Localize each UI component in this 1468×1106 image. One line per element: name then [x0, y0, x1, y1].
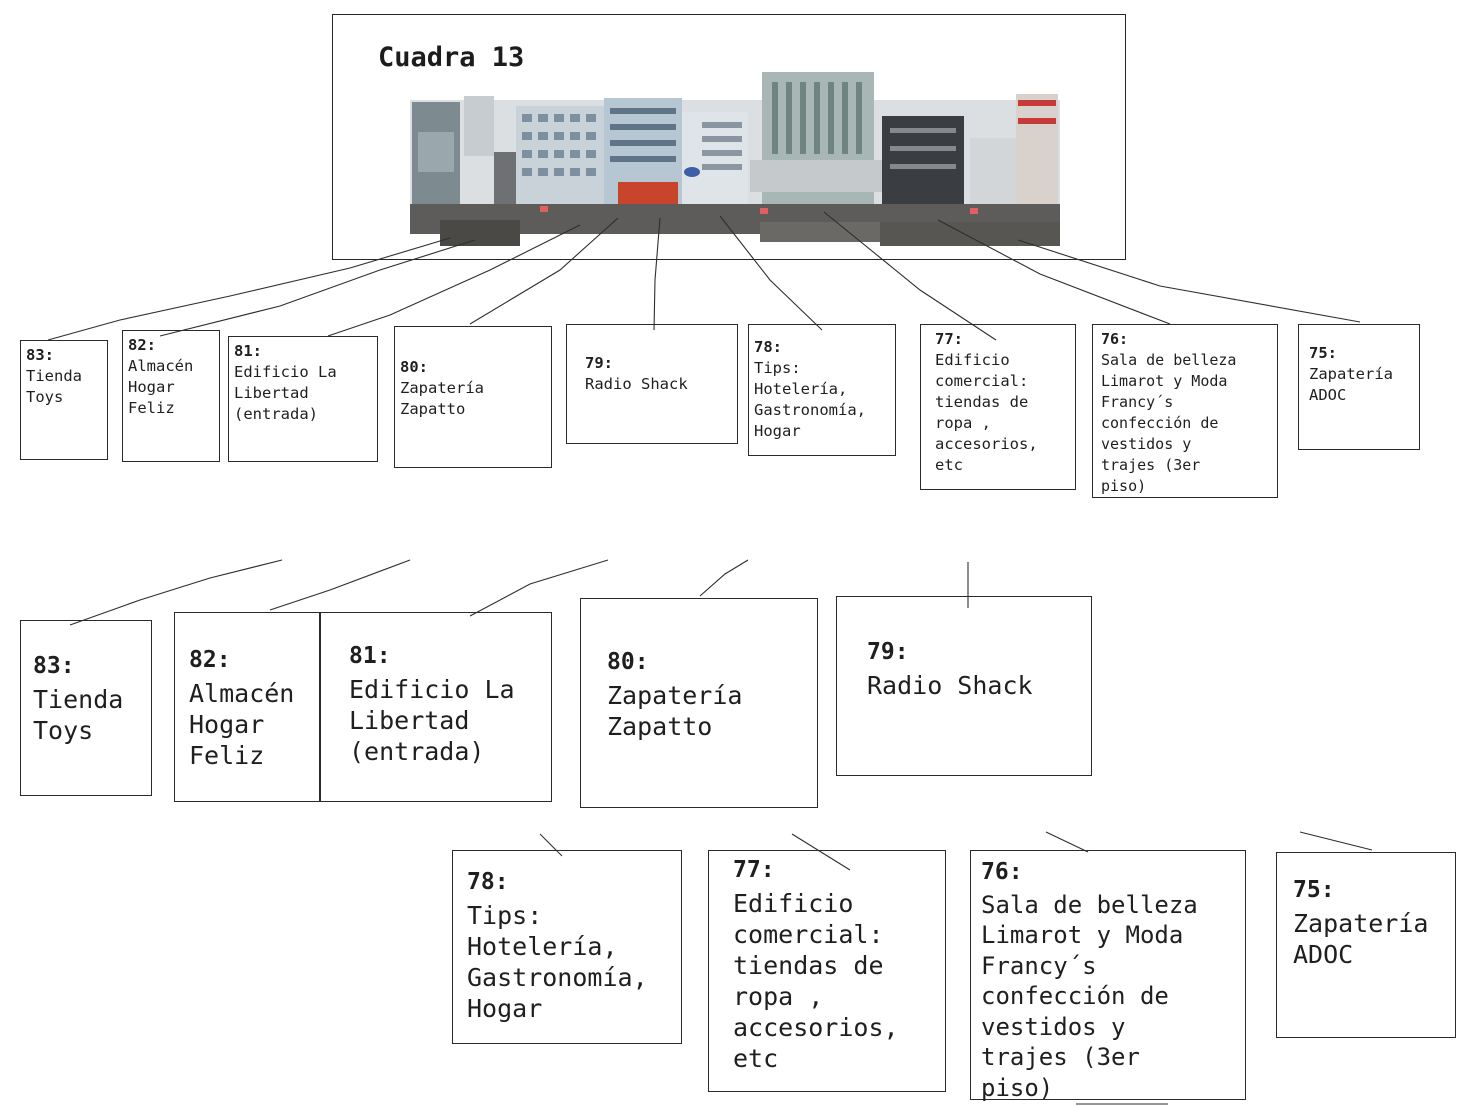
store-number: 80:: [400, 358, 428, 376]
store-name: Edificio comercial: tiendas de ropa , ac…: [733, 889, 899, 1073]
store-number: 82:: [189, 647, 231, 673]
store-label-77-small: 77: Edificio comercial: tiendas de ropa …: [920, 324, 1076, 490]
store-name: Zapatería ADOC: [1293, 909, 1429, 969]
store-label-75-large: 75: Zapatería ADOC: [1276, 852, 1456, 1038]
store-name: Radio Shack: [867, 671, 1033, 700]
store-label-76-large: 76: Sala de belleza Limarot y Moda Franc…: [970, 850, 1246, 1102]
store-name: Radio Shack: [585, 375, 688, 393]
store-name: Tips: Hotelería, Gastronomía, Hogar: [754, 359, 866, 440]
store-label-83-small: 83: Tienda Toys: [20, 340, 108, 460]
store-label-82-large: 82: Almacén Hogar Feliz: [174, 612, 320, 802]
store-number: 82:: [128, 336, 156, 354]
store-name: Zapatería Zapatto: [607, 681, 743, 741]
store-label-80-large: 80: Zapatería Zapatto: [580, 598, 818, 808]
store-number: 75:: [1293, 877, 1335, 903]
store-name: Sala de belleza Limarot y Moda Francy´s …: [981, 890, 1198, 1102]
store-label-80-small: 80: Zapatería Zapatto: [394, 326, 552, 468]
store-name: Zapatería ADOC: [1309, 365, 1393, 404]
store-number: 79:: [867, 639, 909, 665]
store-name: Tips: Hotelería, Gastronomía, Hogar: [467, 901, 648, 1023]
store-label-79-large: 79: Radio Shack: [836, 596, 1092, 776]
store-number: 75:: [1309, 344, 1337, 362]
store-number: 76:: [981, 859, 1023, 885]
store-name: Sala de belleza Limarot y Moda Francy´s …: [1101, 351, 1237, 495]
store-label-81-large: 81: Edificio La Libertad (entrada): [320, 612, 552, 802]
store-number: 83:: [33, 653, 75, 679]
store-name: Zapatería Zapatto: [400, 379, 484, 418]
store-number: 78:: [467, 869, 509, 895]
block-frame: [332, 14, 1126, 260]
store-number: 79:: [585, 354, 613, 372]
store-name: Almacén Hogar Feliz: [128, 357, 194, 417]
store-number: 81:: [234, 342, 262, 360]
store-label-75-small: 75: Zapatería ADOC: [1298, 324, 1420, 450]
store-label-79-small: 79: Radio Shack: [566, 324, 738, 444]
store-name: Edificio comercial: tiendas de ropa , ac…: [935, 351, 1038, 474]
block-title: Cuadra 13: [378, 42, 525, 73]
store-number: 76:: [1101, 330, 1129, 348]
store-label-81-small: 81: Edificio La Libertad (entrada): [228, 336, 378, 462]
store-label-82-small: 82: Almacén Hogar Feliz: [122, 330, 220, 462]
store-number: 83:: [26, 346, 54, 364]
store-number: 81:: [349, 643, 391, 669]
store-name: Tienda Toys: [26, 367, 82, 406]
store-name: Edificio La Libertad (entrada): [234, 363, 337, 423]
store-number: 80:: [607, 649, 649, 675]
store-name: Edificio La Libertad (entrada): [349, 675, 515, 766]
store-label-77-large: 77: Edificio comercial: tiendas de ropa …: [708, 850, 946, 1092]
store-number: 77:: [935, 330, 963, 348]
store-name: Almacén Hogar Feliz: [189, 679, 295, 770]
street-photo: [410, 72, 1060, 248]
store-number: 78:: [754, 338, 782, 356]
store-label-76-small: 76: Sala de belleza Limarot y Moda Franc…: [1092, 324, 1278, 498]
store-label-78-small: 78: Tips: Hotelería, Gastronomía, Hogar: [748, 324, 896, 456]
store-label-83-large: 83: Tienda Toys: [20, 620, 152, 796]
store-number: 77:: [733, 857, 775, 883]
store-name: Tienda Toys: [33, 685, 124, 745]
store-label-78-large: 78: Tips: Hotelería, Gastronomía, Hogar: [452, 850, 682, 1044]
